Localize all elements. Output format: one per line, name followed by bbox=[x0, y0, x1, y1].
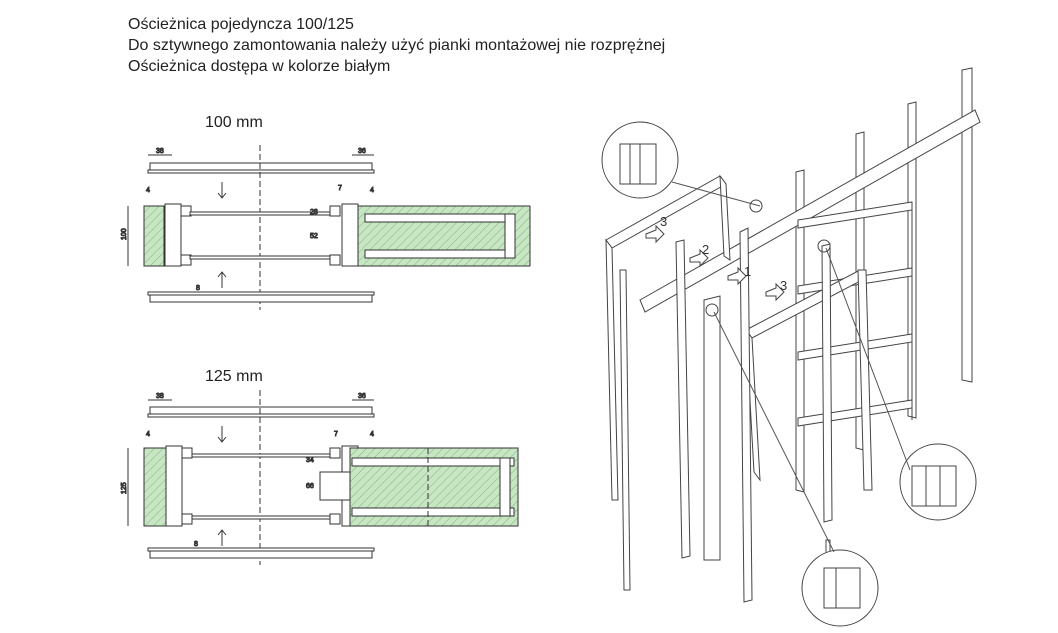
iso-callouts bbox=[601, 121, 977, 627]
dim-4-c: 4 bbox=[146, 431, 150, 438]
title-line-2: Do sztywnego zamontowania należy użyć pi… bbox=[128, 37, 666, 54]
dim-36-b: 36 bbox=[358, 393, 366, 400]
dim-7-a: 7 bbox=[338, 185, 342, 192]
section-title-100: 100 mm bbox=[205, 114, 263, 131]
callout-1: 1 bbox=[744, 264, 751, 279]
detail-circle-right bbox=[899, 443, 977, 521]
section-125-drawing: 38 36 125 4 7 4 34 66 8 bbox=[121, 390, 519, 565]
title-line-3: Ościeżnica dostępa w kolorze białym bbox=[128, 58, 391, 75]
dim-125: 125 bbox=[121, 482, 128, 494]
dim-28: 28 bbox=[310, 209, 318, 216]
title-line-1: Ościeżnica pojedyncza 100/125 bbox=[128, 16, 354, 33]
dim-7-b: 7 bbox=[334, 431, 338, 438]
dim-4-d: 4 bbox=[370, 431, 374, 438]
section-title-125: 125 mm bbox=[205, 368, 263, 385]
dim-38-b: 38 bbox=[156, 393, 164, 400]
dim-34: 34 bbox=[306, 457, 314, 464]
dim-38-a: 38 bbox=[156, 148, 164, 155]
dim-66: 66 bbox=[306, 483, 314, 490]
callout-2: 2 bbox=[702, 242, 709, 257]
dim-4-b: 4 bbox=[370, 187, 374, 194]
dim-4-a: 4 bbox=[146, 187, 150, 194]
iso-frame-drawing bbox=[605, 67, 981, 603]
callout-3-mid: 3 bbox=[780, 278, 787, 293]
iso-step-labels: 3 2 1 3 bbox=[645, 214, 787, 302]
dim-8-a: 8 bbox=[196, 285, 200, 292]
dim-36-a: 36 bbox=[358, 148, 366, 155]
section-100-drawing: 38 36 100 4 7 4 28 52 8 bbox=[121, 145, 531, 310]
detail-circle-bottom bbox=[801, 549, 879, 627]
dim-100: 100 bbox=[121, 228, 128, 240]
callout-3-top: 3 bbox=[660, 214, 667, 229]
dim-8-b: 8 bbox=[194, 541, 198, 548]
dim-52: 52 bbox=[310, 233, 318, 240]
header: Ościeżnica pojedyncza 100/125 Do sztywne… bbox=[128, 14, 665, 77]
